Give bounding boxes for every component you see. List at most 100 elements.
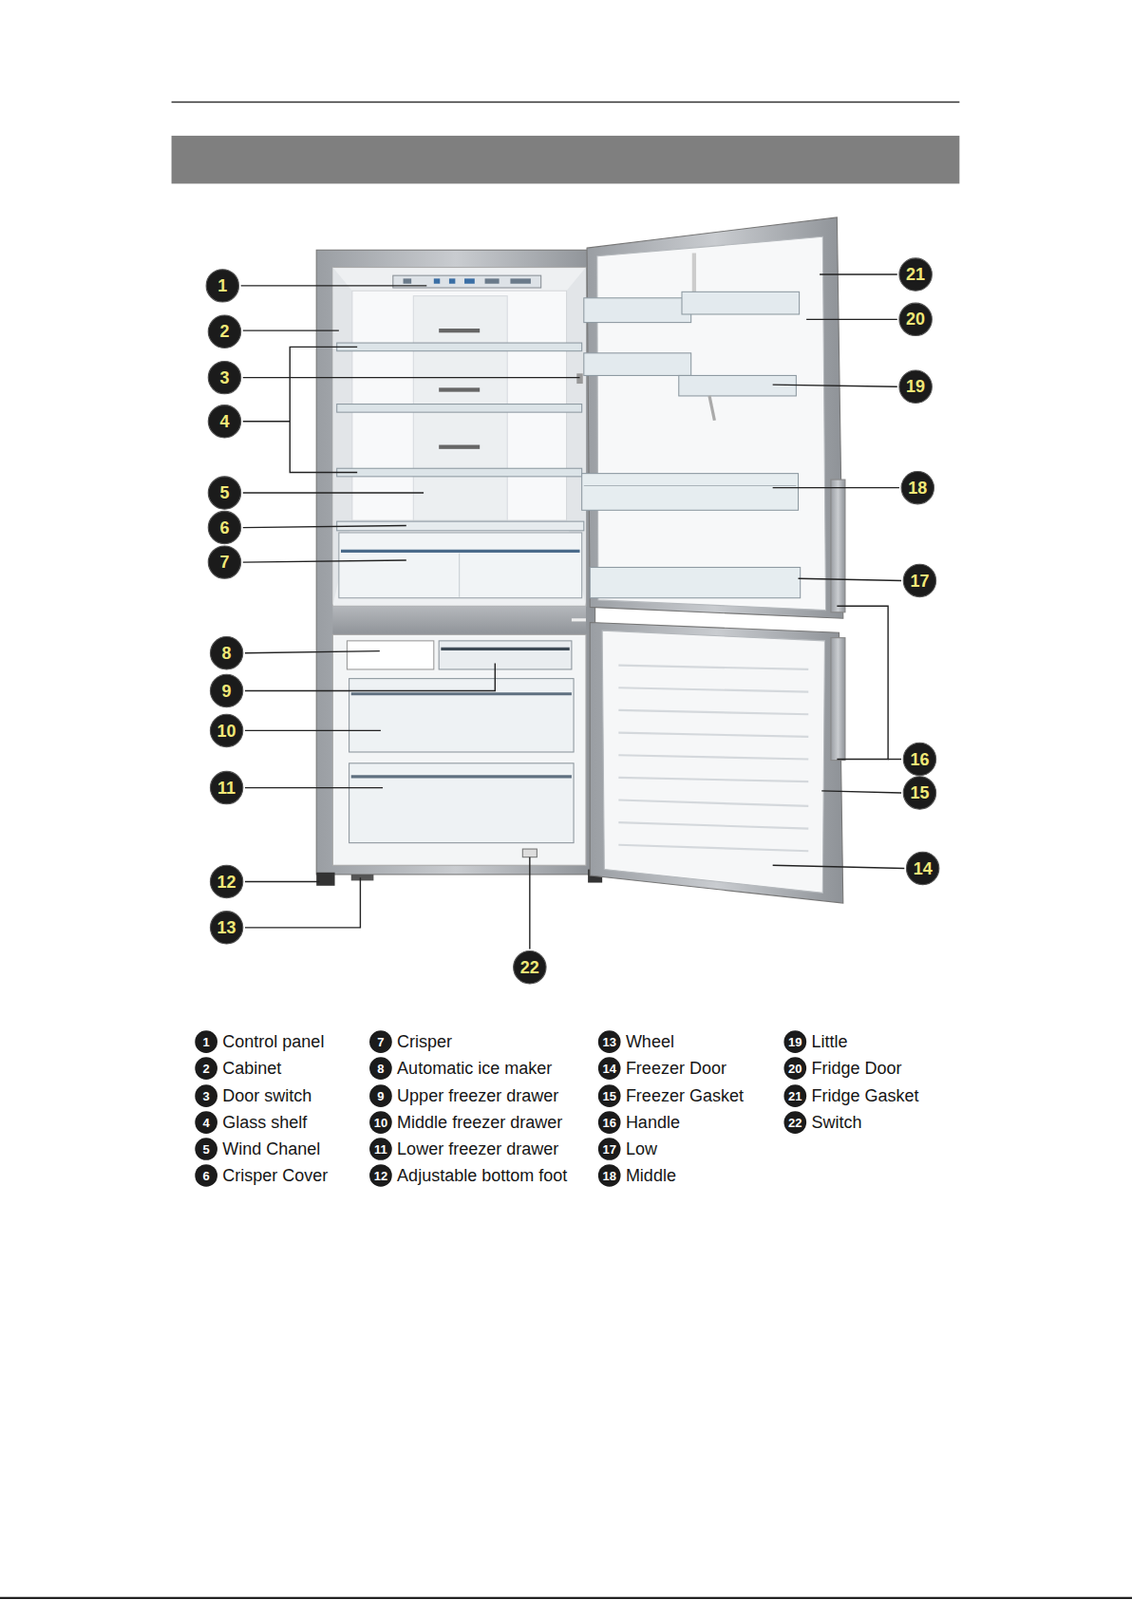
callout-circle xyxy=(209,911,243,944)
control-panel-part xyxy=(403,278,413,283)
callout-circle xyxy=(598,1137,622,1161)
freezer-compartment-part xyxy=(349,679,574,753)
leader-lines-part xyxy=(773,865,906,868)
part-name: Lower freezer drawer xyxy=(396,1140,559,1158)
freezer-compartment-part xyxy=(440,647,569,651)
part-name: Middle xyxy=(625,1167,677,1185)
freezer-door-part-part xyxy=(618,777,809,782)
part-name: Cabinet xyxy=(222,1059,282,1077)
callout-number: 12 xyxy=(217,873,237,891)
callout-circle xyxy=(369,1056,393,1080)
callout-circle xyxy=(194,1111,218,1134)
freezer-compartment-part xyxy=(351,774,572,778)
part-name: Freezer Door xyxy=(625,1059,727,1077)
callout-number: 5 xyxy=(202,1143,209,1156)
control-panel-part xyxy=(485,278,500,283)
page-rules-part xyxy=(171,101,961,104)
callout-circle xyxy=(598,1111,622,1134)
glass-shelves-part xyxy=(337,404,583,414)
callout-circle xyxy=(598,1030,622,1054)
callout-circle xyxy=(194,1137,218,1161)
callout-circle xyxy=(369,1137,393,1161)
callout-circle xyxy=(206,269,239,302)
callout-circle xyxy=(209,865,243,898)
callout-circle xyxy=(207,546,241,579)
part-name: Handle xyxy=(625,1113,680,1132)
glass-shelves-part xyxy=(337,468,583,477)
feet xyxy=(316,869,603,887)
freezer-door-part-part xyxy=(618,687,809,692)
callout-circles xyxy=(194,258,940,1188)
part-name: Middle freezer drawer xyxy=(396,1113,563,1132)
callout-number: 18 xyxy=(602,1169,616,1183)
callout-number: 10 xyxy=(217,722,237,740)
fridge-door-part xyxy=(584,353,692,377)
control-panel-part xyxy=(509,278,530,283)
fridge-door-part xyxy=(597,236,827,610)
fridge-door-part xyxy=(681,291,800,315)
freezer-door-part-part xyxy=(618,800,809,807)
callout-number: 11 xyxy=(217,779,236,797)
crisper-part xyxy=(339,532,583,599)
crisper-part xyxy=(458,552,460,597)
part-name: Crisper xyxy=(396,1033,453,1051)
callout-circle xyxy=(194,1056,218,1080)
callout-number: 4 xyxy=(219,413,229,431)
callout-number: 15 xyxy=(909,784,929,802)
control-panel-part xyxy=(449,278,455,283)
part-name: Wind Chanel xyxy=(222,1140,321,1158)
callout-number: 19 xyxy=(788,1036,802,1049)
leader-lines-part xyxy=(887,758,902,760)
freezer-compartment-part xyxy=(346,641,434,670)
freezer-door-part-part xyxy=(618,822,809,829)
callout-number: 6 xyxy=(202,1169,209,1183)
callout-circle xyxy=(194,1084,218,1108)
callout-number: 11 xyxy=(374,1143,388,1156)
fridge-door-part xyxy=(830,479,846,613)
freezer-door-part xyxy=(602,630,825,893)
leader-lines-part xyxy=(241,284,428,286)
callout-circle xyxy=(598,1084,622,1108)
leader-lines-part xyxy=(289,346,358,472)
freezer-compartment-part xyxy=(522,849,537,858)
callout-number: 12 xyxy=(374,1169,388,1183)
callout-number: 7 xyxy=(219,553,229,571)
part-name: Adjustable bottom foot xyxy=(396,1167,567,1185)
callout-circle xyxy=(903,742,936,775)
callout-circle xyxy=(369,1164,393,1188)
crisper-part xyxy=(340,549,581,553)
part-name: Freezer Gasket xyxy=(625,1087,744,1105)
callout-number: 22 xyxy=(788,1116,802,1130)
callout-number: 3 xyxy=(202,1090,209,1103)
callout-number: 16 xyxy=(909,751,929,769)
leader-lines-part xyxy=(245,730,381,732)
callout-number: 3 xyxy=(219,369,229,387)
fridge-door-part xyxy=(586,217,844,619)
callout-circle xyxy=(207,360,241,394)
callout-circle xyxy=(899,370,932,403)
glass-shelves xyxy=(337,342,584,477)
callout-number: 22 xyxy=(520,959,540,977)
callout-circle xyxy=(905,851,939,885)
leader-lines-part xyxy=(821,791,902,793)
callout-circle xyxy=(207,405,241,438)
callout-number: 7 xyxy=(377,1036,384,1049)
leader-lines-part xyxy=(243,377,581,378)
callout-number: 13 xyxy=(602,1036,616,1049)
callout-number: 8 xyxy=(377,1062,384,1076)
freezer-door-part-part xyxy=(618,665,809,670)
control-panel-part xyxy=(433,278,440,283)
fridge-door-part xyxy=(584,298,692,323)
callout-number: 2 xyxy=(202,1062,209,1076)
divider xyxy=(332,605,586,635)
leader-lines-part xyxy=(245,787,383,789)
fridge-door-part xyxy=(709,396,715,421)
callout-number: 21 xyxy=(788,1090,802,1103)
callout-circle xyxy=(209,674,243,707)
callout-circle xyxy=(783,1030,807,1054)
callout-number: 17 xyxy=(909,572,929,590)
part-name: Fridge Gasket xyxy=(811,1087,919,1105)
callout-number: 5 xyxy=(219,484,229,502)
callout-number: 6 xyxy=(219,519,229,537)
